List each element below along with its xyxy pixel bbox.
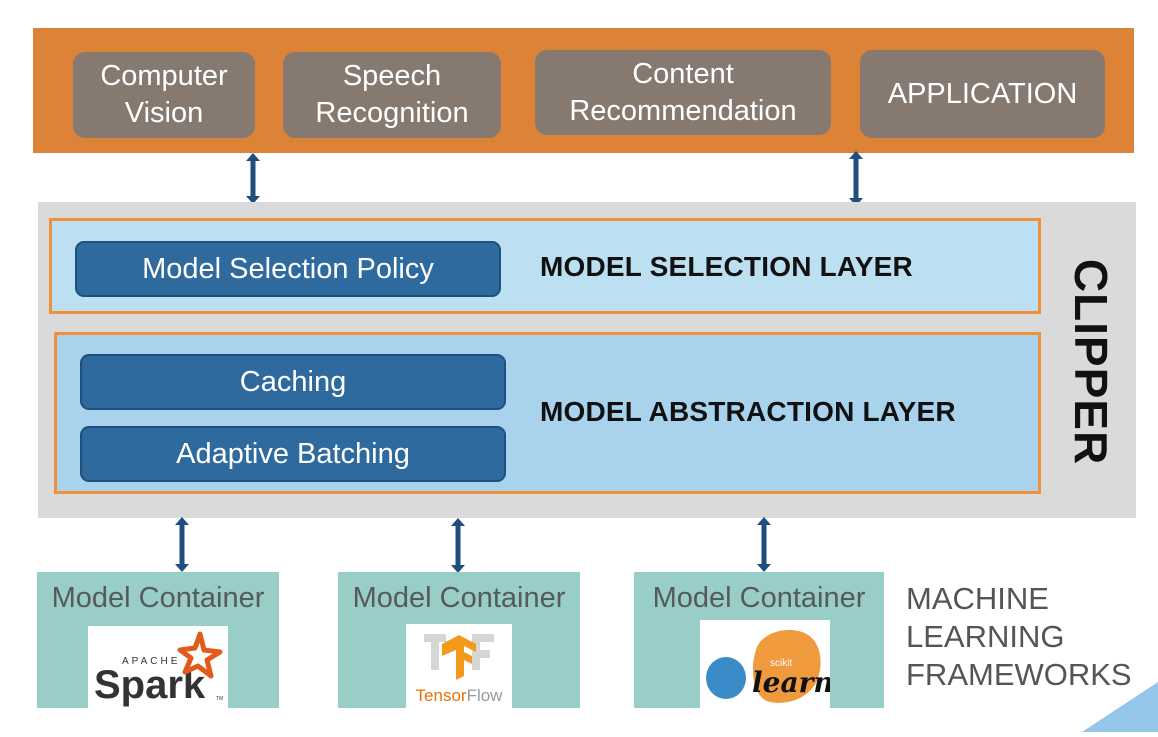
ml-frameworks-line2: LEARNING <box>906 619 1065 654</box>
model-selection-layer: Model Selection Policy MODEL SELECTION L… <box>49 218 1041 314</box>
model-container-spark: Model Container APACHE Spark TM <box>37 572 279 708</box>
app-label-line1: Speech <box>342 60 442 92</box>
tf-shadow-icon <box>424 634 446 670</box>
scikit-orange-blob-icon <box>752 630 821 703</box>
bidirectional-arrow-icon <box>757 517 771 572</box>
app-label-line1: Computer <box>100 60 228 92</box>
machine-learning-frameworks-label: MACHINE LEARNING FRAMEWORKS <box>906 580 1132 694</box>
bidirectional-arrow-icon <box>451 518 465 573</box>
adaptive-batching-component: Adaptive Batching <box>80 426 506 482</box>
clipper-frame: Model Selection Policy MODEL SELECTION L… <box>38 202 1136 518</box>
model-container-label: Model Container <box>652 582 866 614</box>
model-container-scikit-learn: Model Container scikit learn <box>634 572 884 708</box>
model-selection-policy-component: Model Selection Policy <box>75 241 501 297</box>
bidirectional-arrow-icon <box>246 153 260 204</box>
bidirectional-arrow-icon <box>849 151 863 206</box>
ml-frameworks-line3: FRAMEWORKS <box>906 657 1132 692</box>
app-label-line2: Vision <box>124 97 204 129</box>
app-application: APPLICATION <box>860 50 1105 138</box>
app-label: APPLICATION <box>887 77 1078 110</box>
ml-frameworks-line1: MACHINE <box>906 581 1049 616</box>
app-label-line2: Recommendation <box>569 94 797 127</box>
scikit-learn-logo: scikit learn <box>700 620 830 708</box>
model-container-tensorflow: Model Container TensorFlow <box>338 572 580 708</box>
caching-component: Caching <box>80 354 506 410</box>
scikit-logo-top-text: scikit <box>770 658 792 669</box>
scikit-blue-blob-icon <box>706 657 746 699</box>
spark-logo-apache-text: APACHE <box>122 656 180 667</box>
tensorflow-logo-text: TensorFlow <box>416 686 504 705</box>
spark-star-icon <box>177 631 223 679</box>
model-abstraction-layer: Caching Adaptive Batching MODEL ABSTRACT… <box>54 332 1041 494</box>
tensorflow-icon <box>442 635 476 680</box>
model-container-label: Model Container <box>51 582 265 614</box>
clipper-label-text: CLIPPER <box>1065 258 1117 466</box>
bidirectional-arrow-icon <box>175 517 189 572</box>
model-selection-layer-title: MODEL SELECTION LAYER <box>540 251 913 282</box>
model-container-label: Model Container <box>352 582 566 614</box>
decorative-corner-triangle <box>1082 682 1158 732</box>
model-abstraction-layer-title: MODEL ABSTRACTION LAYER <box>540 396 956 427</box>
spark-logo-tm: TM <box>216 696 223 702</box>
app-label-line2: Recognition <box>315 97 469 129</box>
clipper-label: CLIPPER <box>1065 252 1117 472</box>
scikit-logo-main-text: learn <box>752 666 830 699</box>
apache-spark-logo: APACHE Spark TM <box>88 626 228 708</box>
app-label-line1: Content <box>632 57 734 90</box>
tensorflow-logo: TensorFlow <box>406 624 512 708</box>
